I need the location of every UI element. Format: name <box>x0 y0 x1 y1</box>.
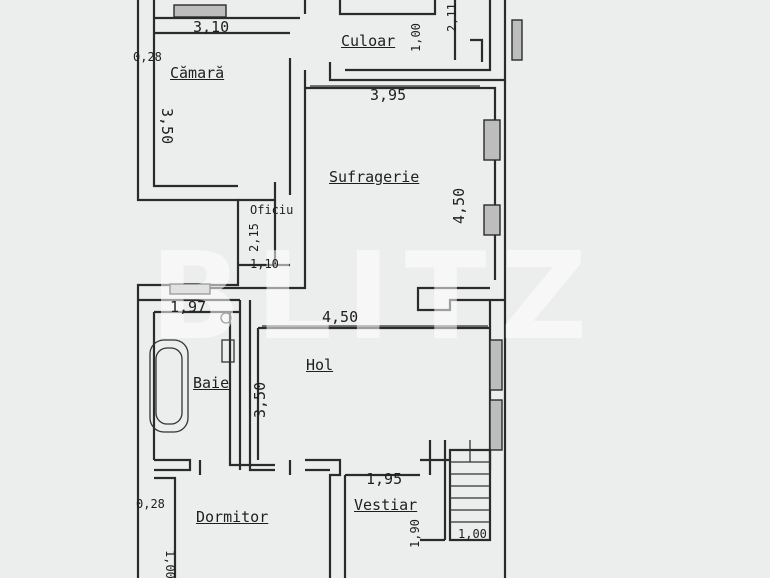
dimension-label: 1,95 <box>366 470 403 488</box>
dimension-label: 1,00 <box>458 527 487 541</box>
dimension-label: 3,95 <box>370 86 407 104</box>
dimension-label: 0,28 <box>133 50 162 64</box>
dimension-label: 1,97 <box>170 298 207 316</box>
wall-baie <box>138 298 275 470</box>
room-label-camara: Cămară <box>170 64 225 82</box>
wall-vestiar <box>345 440 450 542</box>
wall-hatch-baie <box>169 283 211 295</box>
toilet <box>221 339 235 363</box>
dimension-label: 1,00 <box>163 550 177 578</box>
dimension-label: 2,15 <box>247 223 261 252</box>
dimension-label: 3,50 <box>158 108 176 145</box>
dimension-label: 0,28 <box>136 497 165 511</box>
wall-outer-left-inner <box>152 0 238 188</box>
dimension-label: 3,10 <box>193 18 230 36</box>
wall-outer-left <box>136 0 240 578</box>
room-label-oficiu: Oficiu <box>250 203 294 217</box>
room-label-baie: Baie <box>193 374 230 392</box>
wall-oficiu <box>238 182 290 267</box>
bathtub <box>149 339 189 433</box>
wall-hatch-top <box>173 4 227 18</box>
dimension-label: 2,11 <box>445 3 459 32</box>
sink <box>220 312 232 324</box>
bathtub-inner <box>155 347 183 425</box>
dimension-label: 3,50 <box>251 381 269 418</box>
dimension-label: 1,90 <box>408 519 422 548</box>
wall-dormitor <box>154 458 347 578</box>
watermark: BLITZ <box>150 228 602 367</box>
window-hol-1 <box>489 339 503 391</box>
window-sufragerie-1 <box>483 119 501 161</box>
wall-hol <box>248 300 507 578</box>
room-label-sufragerie: Sufragerie <box>329 168 420 186</box>
dimension-label: 4,50 <box>322 308 359 326</box>
wall-hatch-culoar <box>511 19 523 61</box>
dimension-label: 1,00 <box>409 23 423 52</box>
room-label-hol: Hol <box>306 356 334 374</box>
room-label-culoar: Culoar <box>341 32 396 50</box>
room-label-vestiar: Vestiar <box>354 496 418 514</box>
window-sufragerie-2 <box>483 204 501 236</box>
wall-camara-top <box>154 16 300 35</box>
wall-culoar <box>303 0 507 82</box>
dimension-label: 1,10 <box>250 257 279 271</box>
dimension-label: 4,50 <box>450 187 468 224</box>
room-label-dormitor: Dormitor <box>196 508 269 526</box>
window-hol-2 <box>489 399 503 451</box>
wall-camara-right <box>288 58 307 280</box>
staircase <box>448 440 492 542</box>
